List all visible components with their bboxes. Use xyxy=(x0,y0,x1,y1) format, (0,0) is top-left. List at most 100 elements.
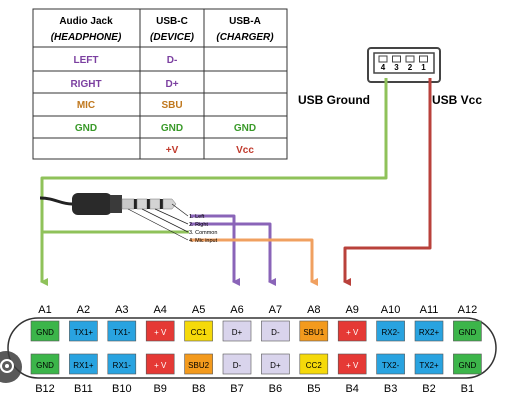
usb-c-pin xyxy=(30,353,60,375)
usb-a-pin xyxy=(405,55,415,63)
usb-c-pin-id: A10 xyxy=(381,304,401,316)
usb-c-pin-id: B10 xyxy=(112,383,132,395)
usb-c-pin xyxy=(184,353,213,375)
usb-c-pin-label: TX2+ xyxy=(419,361,439,370)
usb-c-pin-label: CC1 xyxy=(191,328,208,337)
usb-ground-label: USB Ground xyxy=(298,93,370,107)
usb-c-pin-id: A7 xyxy=(269,304,282,316)
usb-c-pin-label: TX1- xyxy=(113,328,131,337)
usb-c-pin-label: RX2- xyxy=(381,328,400,337)
usb-a-pin-number: 4 xyxy=(381,63,386,72)
usb-c-pin xyxy=(145,320,175,342)
table-cell-usbc: D+ xyxy=(165,79,178,90)
usb-c-pin-label: GND xyxy=(459,328,477,337)
table-cell-usba: GND xyxy=(234,123,256,134)
usb-c-pin-label: CC2 xyxy=(306,361,323,370)
audio-jack-plug xyxy=(39,193,189,241)
usb-a-pin-number: 1 xyxy=(421,63,426,72)
usb-c-pin xyxy=(376,353,405,375)
table-cell-audio: RIGHT xyxy=(70,79,101,90)
usb-a-pin xyxy=(392,55,401,63)
usb-c-pin xyxy=(222,320,252,342)
usb-c-pin xyxy=(184,320,213,342)
usb-c-pin xyxy=(299,353,329,375)
header-usb-c: USB-C xyxy=(156,16,188,27)
usb-c-pin-id: A8 xyxy=(307,304,320,316)
usb-c-pin xyxy=(261,320,290,342)
usb-c-pin-id: B6 xyxy=(269,383,282,395)
usb-c-pin-label: D+ xyxy=(270,361,281,370)
usb-c-pin-id: A5 xyxy=(192,304,205,316)
usb-c-pin-id: B12 xyxy=(35,383,55,395)
usb-c-pin-id: A4 xyxy=(153,304,166,316)
table-cell-usbc: GND xyxy=(161,123,183,134)
usb-c-pin xyxy=(107,320,137,342)
table-cell-audio: GND xyxy=(75,123,97,134)
header-audio-jack-sub: (HEADPHONE) xyxy=(51,32,122,43)
usb-c-pin xyxy=(107,353,137,375)
header-usb-a-sub: (CHARGER) xyxy=(216,32,274,43)
usb-c-pin xyxy=(414,353,444,375)
usb-c-pin xyxy=(414,320,444,342)
table-cell-usbc: D- xyxy=(167,55,178,66)
ground-wire xyxy=(40,78,388,286)
header-usb-a: USB-A xyxy=(229,16,261,27)
usb-c-pin-id: B8 xyxy=(192,383,205,395)
usb-c-pin-label: + V xyxy=(154,361,167,370)
usb-c-pin-label: SBU2 xyxy=(188,361,209,370)
usb-c-pin-label: RX1- xyxy=(113,361,132,370)
usb-c-pin-label: RX2+ xyxy=(419,328,440,337)
usb-c-pin-label: + V xyxy=(154,328,167,337)
usb-c-pin-id: B9 xyxy=(153,383,166,395)
table-cell-audio: LEFT xyxy=(74,55,99,66)
usb-c-pin-id: A2 xyxy=(77,304,90,316)
jack-label-left: 1. Left xyxy=(189,214,205,220)
usb-c-pin xyxy=(299,320,329,342)
usb-c-pin xyxy=(261,353,290,375)
usb-c-pin xyxy=(69,320,98,342)
usb-c-pin xyxy=(337,320,367,342)
usb-c-pin xyxy=(145,353,175,375)
usb-c-pin-id: A12 xyxy=(458,304,478,316)
jack-label-mic: 4. Mic input xyxy=(189,238,218,244)
usb-c-pin-id: A6 xyxy=(230,304,243,316)
usb-c-pin-id: B3 xyxy=(384,383,397,395)
usb-c-pin xyxy=(453,320,482,342)
usb-c-pin-id: A1 xyxy=(38,304,51,316)
header-usb-c-sub: (DEVICE) xyxy=(150,32,195,43)
usb-c-pin-label: SBU1 xyxy=(303,328,324,337)
usb-c-pin-label: GND xyxy=(36,328,54,337)
table-cell-usbc: SBU xyxy=(161,100,182,111)
table-cell-usbc: +V xyxy=(166,145,179,156)
usb-c-pin xyxy=(453,353,482,375)
left-wire xyxy=(190,214,240,286)
jack-label-common: 3. Common xyxy=(189,230,217,236)
right-wire xyxy=(190,222,276,286)
pin-mapping-table: Audio Jack (HEADPHONE) USB-C (DEVICE) US… xyxy=(32,8,288,160)
vcc-wire xyxy=(343,78,432,286)
usb-c-pin-label: + V xyxy=(346,361,359,370)
usb-c-pin-label: TX1+ xyxy=(74,328,94,337)
header-audio-jack: Audio Jack xyxy=(59,16,113,27)
usb-c-pin-id: B2 xyxy=(422,383,435,395)
usb-a-pin-number: 3 xyxy=(394,63,399,72)
usb-c-pin-label: RX1+ xyxy=(73,361,94,370)
usb-c-pin-id: A3 xyxy=(115,304,128,316)
usb-c-pin-id: B4 xyxy=(345,383,358,395)
usb-a-pin xyxy=(378,55,388,63)
usb-c-pin-label: + V xyxy=(346,328,359,337)
usb-c-pin-label: D- xyxy=(271,328,280,337)
jack-label-right: 2. Right xyxy=(189,222,208,228)
mic-wire xyxy=(190,238,318,286)
usb-c-pin xyxy=(69,353,98,375)
usb-c-pin xyxy=(222,353,252,375)
usb-c-pin-id: B5 xyxy=(307,383,320,395)
usb-a-pin xyxy=(419,55,428,63)
wires xyxy=(40,78,432,286)
usb-vcc-label: USB Vcc xyxy=(432,93,482,107)
lens-icon[interactable] xyxy=(0,351,22,383)
usb-a-pin-number: 2 xyxy=(408,63,413,72)
